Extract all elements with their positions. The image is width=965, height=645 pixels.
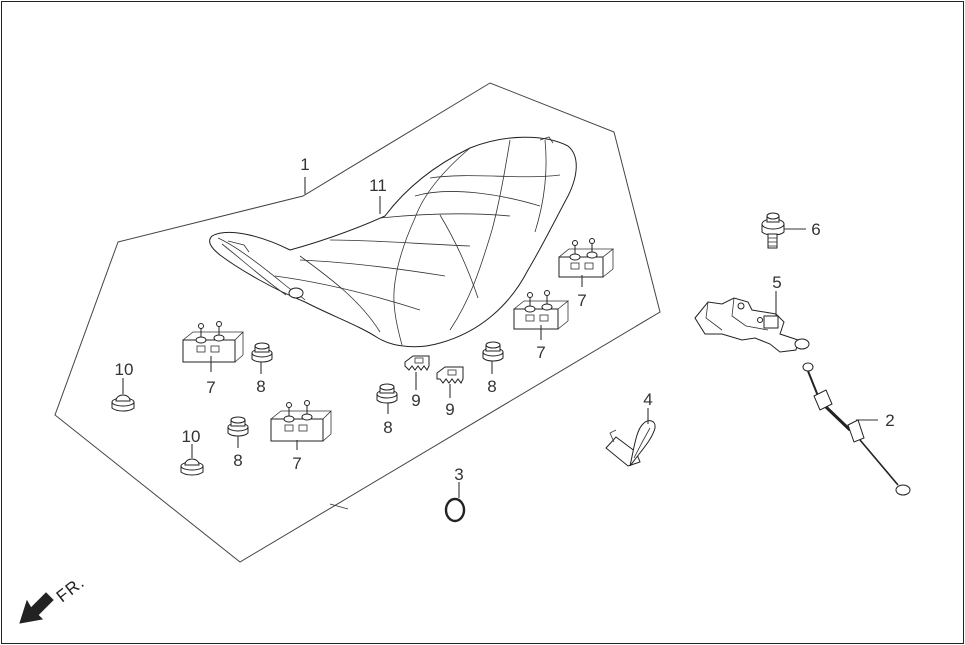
callout-nut: 8 [487,377,496,396]
clip-part [404,355,464,384]
rubber-cushion-part [182,238,615,442]
callout-cap-nut: 10 [115,360,134,379]
callout-rubber-cushion: 7 [292,454,301,473]
hook-part [605,420,656,467]
callout-clip: 9 [411,391,420,410]
seat-lock-part [694,297,810,353]
o-ring-part [444,497,466,523]
callout-bolt: 6 [811,220,820,239]
callout-seat-lock: 5 [772,273,781,292]
front-label: FR. [53,572,89,606]
callout-seat-assembly: 1 [300,155,309,174]
callout-hook: 4 [643,390,652,409]
nut-part [227,341,504,437]
bolt-part [761,212,785,249]
seat-assembly-outline [54,82,661,563]
front-arrow-icon [19,592,54,624]
callout-rubber-cushion: 7 [536,343,545,362]
callout-nut: 8 [383,418,392,437]
callout-nut: 8 [256,377,265,396]
callout-rubber-cushion: 7 [577,291,586,310]
seat-drawing [209,136,577,348]
callout-clip: 9 [445,400,454,419]
callout-cap-nut: 10 [182,427,201,446]
leader-lines [122,177,878,498]
front-direction-indicator: FR. [19,572,89,624]
cap-nut-part [111,394,204,476]
callout-seat-cover: 11 [369,176,387,195]
callout-cable: 2 [885,411,894,430]
callout-o-ring: 3 [454,465,463,484]
callout-nut: 8 [233,451,242,470]
tick-mark [329,503,349,510]
cable-part [802,362,911,496]
callout-rubber-cushion: 7 [206,378,215,397]
